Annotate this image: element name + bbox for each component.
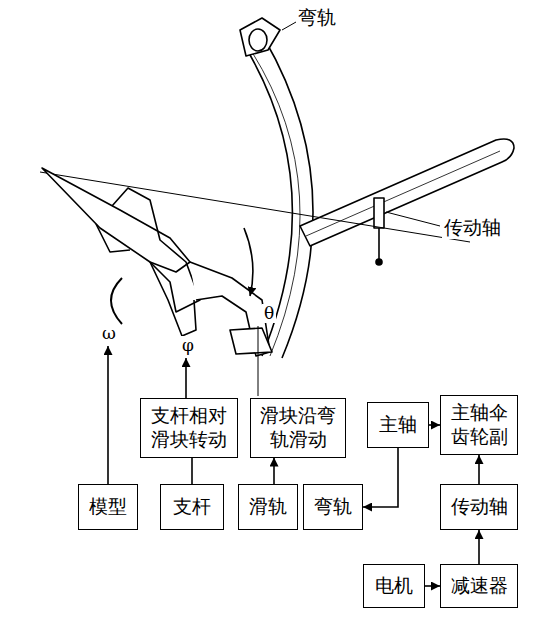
omega-arc xyxy=(111,278,122,324)
phi-arrow xyxy=(185,358,187,398)
connector-arrow xyxy=(478,530,480,564)
box-text: 模型 xyxy=(89,495,127,519)
shaft-leader xyxy=(386,212,440,226)
connector-arrow xyxy=(191,458,193,485)
angle-symbol: θ xyxy=(262,304,276,323)
shaft-end xyxy=(376,259,382,265)
box-text: 主轴 xyxy=(379,413,417,437)
process-box: 滑轨 xyxy=(238,484,298,530)
part-label: 弯轨 xyxy=(296,8,338,29)
process-box: 减速器 xyxy=(440,564,518,608)
box-text: 电机 xyxy=(375,574,413,598)
slider-block xyxy=(230,328,272,354)
aircraft-model xyxy=(42,168,190,272)
process-box: 滑块沿弯 轨滑动 xyxy=(250,398,346,458)
box-text: 主轴伞 齿轮副 xyxy=(447,401,511,449)
rail-leader xyxy=(282,22,296,30)
part-label: 传动轴 xyxy=(442,218,503,239)
aircraft-tail xyxy=(150,262,196,336)
box-text: 滑轨 xyxy=(249,495,287,519)
angle-symbol: φ xyxy=(180,336,196,355)
connector-arrow xyxy=(429,424,440,426)
process-box: 电机 xyxy=(363,564,425,608)
process-box: 主轴 xyxy=(367,402,429,448)
spindle xyxy=(300,139,514,246)
transmission-shaft xyxy=(378,228,380,262)
box-text: 弯轨 xyxy=(314,495,352,519)
box-text: 滑块沿弯 轨滑动 xyxy=(257,404,339,452)
theta-leader xyxy=(258,326,259,396)
rail-head xyxy=(240,18,280,56)
angle-symbol: ω xyxy=(100,324,118,343)
box-text: 减速器 xyxy=(451,574,508,598)
transmission-shaft xyxy=(374,198,384,228)
connector-arrow xyxy=(363,448,398,507)
process-box: 模型 xyxy=(78,484,138,530)
connector-arrow xyxy=(273,458,275,485)
omega-arrow xyxy=(107,346,109,484)
rail-pivot xyxy=(249,29,267,51)
theta-arc xyxy=(244,228,253,296)
process-box: 弯轨 xyxy=(303,484,363,530)
process-box: 传动轴 xyxy=(440,484,518,530)
process-box: 支杆相对 滑块转动 xyxy=(140,398,238,458)
box-text: 传动轴 xyxy=(451,495,508,519)
box-text: 支杆相对 滑块转动 xyxy=(147,404,231,452)
aircraft-fin xyxy=(96,224,130,252)
box-text: 支杆 xyxy=(173,495,211,519)
connector-arrow xyxy=(478,455,480,484)
process-box: 主轴伞 齿轮副 xyxy=(440,395,518,455)
connector-arrow xyxy=(425,585,440,587)
process-box: 支杆 xyxy=(160,484,224,530)
